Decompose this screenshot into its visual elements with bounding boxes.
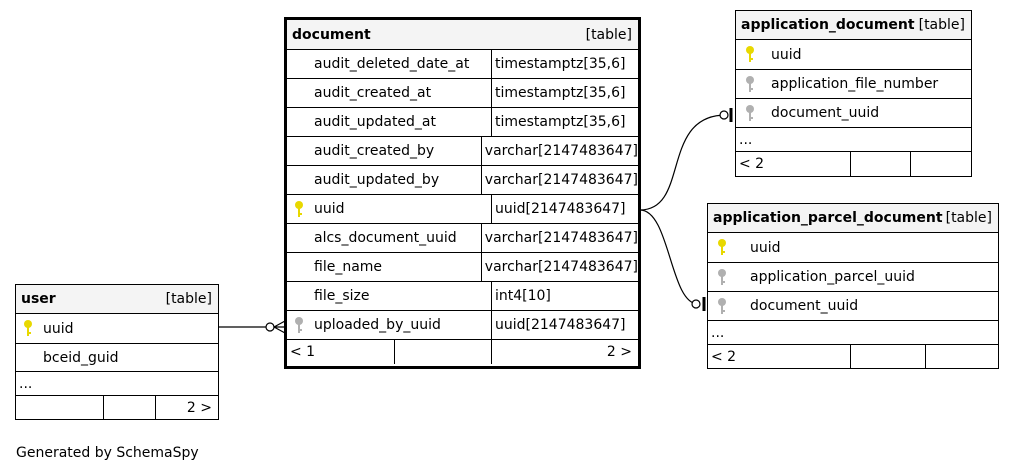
table-header: application_parcel_document [table]	[708, 204, 998, 233]
optional-marker	[719, 110, 729, 120]
column-name: uuid	[750, 239, 781, 256]
table-name: application_document	[741, 17, 915, 33]
table-document[interactable]: document [table] audit_deleted_date_at t…	[284, 17, 641, 369]
foreign-key-icon	[718, 298, 726, 314]
column-row: audit_deleted_date_at timestamptz[35,6]	[287, 50, 638, 79]
footer-spacer	[850, 345, 925, 369]
column-row: file_size int4[10]	[287, 282, 638, 311]
column-name: bceid_guid	[43, 349, 119, 366]
table-name: user	[21, 291, 56, 307]
footer-spacer	[394, 340, 491, 364]
table-name: application_parcel_document	[713, 210, 943, 226]
parents-count	[16, 396, 103, 419]
column-row: audit_created_at timestamptz[35,6]	[287, 79, 638, 108]
more-columns: ...	[16, 372, 218, 396]
table-application-document[interactable]: application_document [table] uuid applic…	[735, 10, 972, 177]
column-row: audit_updated_at timestamptz[35,6]	[287, 108, 638, 137]
generator-credit: Generated by SchemaSpy	[16, 445, 199, 461]
column-type: int4[10]	[491, 282, 551, 310]
column-row: audit_updated_by varchar[2147483647]	[287, 166, 638, 195]
column-row: application_file_number	[736, 70, 971, 99]
column-type: varchar[2147483647]	[480, 253, 638, 281]
column-name: audit_created_by	[314, 143, 435, 159]
column-name: file_size	[314, 288, 370, 304]
column-name: audit_updated_at	[314, 114, 437, 130]
column-type: timestamptz[35,6]	[491, 108, 625, 136]
foreign-key-icon	[718, 269, 726, 285]
column-row: document_uuid	[708, 292, 998, 321]
column-type: timestamptz[35,6]	[491, 79, 625, 107]
column-row: uuid	[708, 233, 998, 263]
parents-count[interactable]: < 2	[739, 156, 765, 172]
column-row: file_name varchar[2147483647]	[287, 253, 638, 282]
column-name: uuid	[771, 46, 802, 63]
column-row: uuid	[736, 40, 971, 70]
children-count[interactable]: 2 >	[491, 340, 638, 364]
column-row: alcs_document_uuid varchar[2147483647]	[287, 224, 638, 253]
column-type: varchar[2147483647]	[480, 166, 638, 194]
children-count[interactable]: 2 >	[155, 396, 218, 419]
table-user[interactable]: user [table] uuid bceid_guid ... 2 >	[15, 284, 219, 420]
column-row: uploaded_by_uuid uuid[2147483647]	[287, 311, 638, 340]
foreign-key-icon	[295, 317, 303, 333]
table-tag: [table]	[585, 26, 632, 43]
optional-marker	[265, 322, 275, 332]
column-row: bceid_guid	[16, 344, 218, 372]
relation-document-application-document	[639, 114, 727, 211]
column-type: uuid[2147483647]	[491, 195, 626, 223]
children-count	[910, 152, 971, 176]
column-type: varchar[2147483647]	[480, 137, 638, 165]
column-type: timestamptz[35,6]	[491, 50, 625, 78]
optional-marker	[691, 299, 701, 309]
column-name: application_file_number	[771, 76, 939, 92]
table-tag: [table]	[165, 291, 212, 307]
foreign-key-icon	[746, 105, 754, 121]
column-name: document_uuid	[771, 105, 880, 121]
children-count	[925, 345, 998, 369]
foreign-key-icon	[746, 76, 754, 92]
column-name: application_parcel_uuid	[750, 269, 915, 285]
table-header: document [table]	[287, 20, 638, 50]
parents-count[interactable]: < 1	[290, 344, 316, 360]
table-footer: < 2	[708, 345, 998, 369]
table-name: document	[292, 26, 371, 43]
table-header: application_document [table]	[736, 11, 971, 40]
column-name: file_name	[314, 259, 383, 275]
table-application-parcel-document[interactable]: application_parcel_document [table] uuid…	[707, 203, 999, 369]
primary-key-icon	[295, 201, 303, 217]
many-crowfoot	[273, 320, 286, 334]
primary-key-icon	[718, 239, 726, 255]
column-row: audit_created_by varchar[2147483647]	[287, 137, 638, 166]
column-row: document_uuid	[736, 99, 971, 128]
column-name: audit_created_at	[314, 85, 432, 101]
column-name: document_uuid	[750, 298, 859, 314]
footer-spacer	[850, 152, 910, 176]
column-type: varchar[2147483647]	[480, 224, 638, 252]
column-type: uuid[2147483647]	[491, 311, 626, 339]
column-row: uuid uuid[2147483647]	[287, 195, 638, 224]
primary-key-icon	[24, 320, 32, 336]
more-columns: ...	[736, 128, 971, 152]
column-name: uploaded_by_uuid	[314, 317, 441, 333]
parents-count[interactable]: < 2	[711, 349, 737, 365]
column-row: application_parcel_uuid	[708, 263, 998, 292]
column-name: audit_deleted_date_at	[314, 56, 470, 72]
column-name: uuid	[314, 201, 345, 217]
table-header: user [table]	[16, 285, 218, 314]
more-columns: ...	[708, 321, 998, 345]
primary-key-icon	[746, 46, 754, 62]
table-footer: < 2	[736, 152, 971, 176]
table-tag: [table]	[945, 210, 992, 226]
footer-spacer	[103, 396, 155, 419]
column-name: audit_updated_by	[314, 172, 440, 188]
table-footer: 2 >	[16, 396, 218, 419]
table-footer: < 1 2 >	[287, 340, 638, 364]
column-name: uuid	[43, 320, 74, 337]
relation-document-application-parcel-document	[639, 209, 699, 305]
column-name: alcs_document_uuid	[314, 230, 457, 246]
column-row: uuid	[16, 314, 218, 344]
table-tag: [table]	[918, 17, 965, 33]
